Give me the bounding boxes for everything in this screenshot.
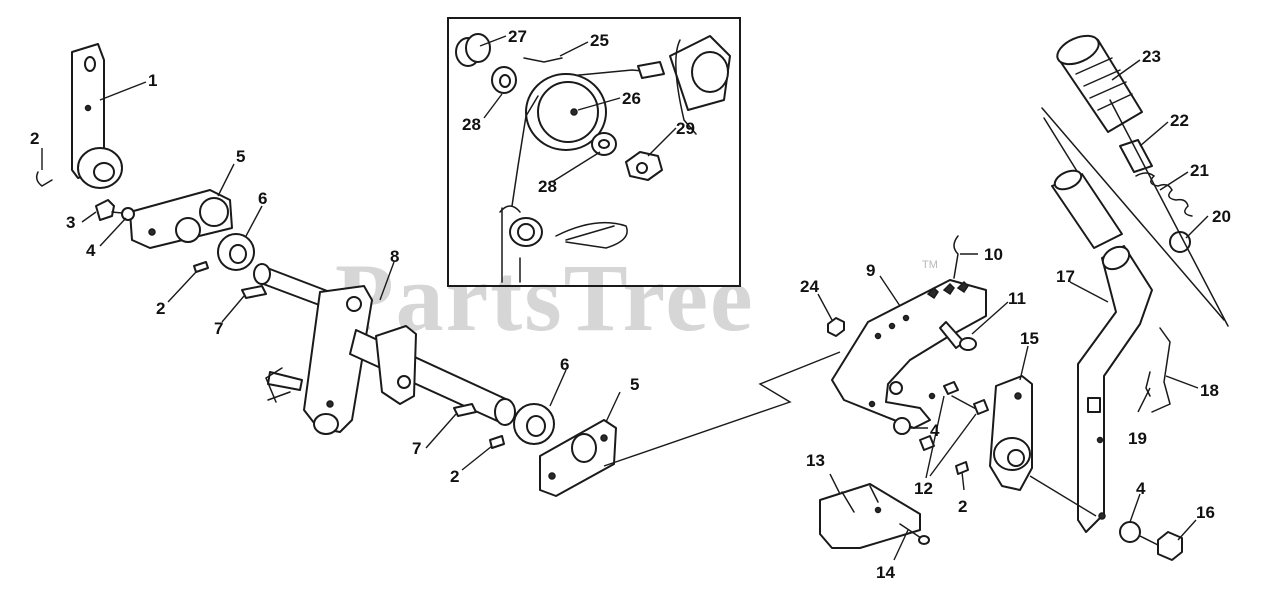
- part-6-bushing-lower: [513, 403, 555, 445]
- part-22-sleeve: [1119, 139, 1153, 173]
- callout-24: 24: [800, 277, 819, 296]
- part-21-spring: [1135, 172, 1193, 217]
- callout-19: 19: [1128, 429, 1147, 448]
- trademark-mark: TM: [922, 259, 938, 271]
- callout-5: 5: [236, 147, 245, 166]
- part-4-washer-right: [1119, 521, 1141, 543]
- part-11-clevis-pin: [939, 321, 977, 351]
- callout-6: 6: [258, 189, 267, 208]
- callout-5: 5: [630, 375, 639, 394]
- callout-11: 11: [1008, 289, 1026, 308]
- callout-29: 29: [676, 119, 695, 138]
- callout-1: 1: [148, 71, 157, 90]
- part-2-setscrew-lower: [489, 435, 505, 449]
- leader-lines: [41, 35, 1209, 561]
- part-20-cap: [1169, 231, 1191, 253]
- callout-12: 12: [914, 479, 933, 498]
- part-2-setscrew-upper: [193, 261, 209, 273]
- callout-10: 10: [984, 245, 1003, 264]
- callout-7: 7: [412, 439, 421, 458]
- callout-23: 23: [1142, 47, 1161, 66]
- callout-labels: 1 2 3 4 5 6 2 7 8 7 2 6 5 27 25 28 26 29…: [30, 27, 1231, 582]
- part-10-pin: [953, 235, 959, 279]
- callout-13: 13: [806, 451, 825, 470]
- part-14-pin: [899, 523, 930, 545]
- part-rod-tube: [1043, 117, 1123, 249]
- part-5-bracket-upper: [129, 189, 233, 249]
- callout-4: 4: [930, 421, 940, 440]
- part-4-washer-upper: [121, 207, 135, 221]
- part-6-bushing-upper: [217, 233, 255, 271]
- part-3-bolt: [95, 199, 133, 221]
- callout-27: 27: [508, 27, 527, 46]
- part-7-key-lower: [453, 403, 477, 417]
- callout-4: 4: [1136, 479, 1146, 498]
- callout-26: 26: [622, 89, 641, 108]
- part-2-cotter-pin: [35, 171, 53, 187]
- part-19-clip: [1145, 371, 1151, 397]
- connector-line-right: [1029, 475, 1097, 517]
- part-7-key-upper: [241, 285, 267, 299]
- callout-2: 2: [450, 467, 459, 486]
- part-13-block: [819, 483, 921, 549]
- callout-2: 2: [156, 299, 165, 318]
- inset-parts: [455, 33, 731, 283]
- callout-17: 17: [1056, 267, 1075, 286]
- part-16-bolt: [1139, 531, 1183, 561]
- callout-7: 7: [214, 319, 223, 338]
- part-23-handle-grip: [1056, 34, 1143, 133]
- callout-28: 28: [538, 177, 557, 196]
- part-8-shaft-assembly: [253, 263, 516, 435]
- handle-outline-line-2: [1109, 99, 1229, 327]
- part-2-setscrew-right: [955, 461, 969, 475]
- callout-9: 9: [866, 261, 875, 280]
- callout-3: 3: [66, 213, 75, 232]
- handle-outline-line: [1041, 107, 1225, 321]
- part-15-bracket: [989, 375, 1033, 491]
- part-4-washer-middle: [893, 417, 911, 435]
- part-24-nut: [827, 317, 845, 337]
- callout-28: 28: [462, 115, 481, 134]
- callout-15: 15: [1020, 329, 1039, 348]
- connector-line-center: [603, 351, 841, 467]
- callout-25: 25: [590, 31, 609, 50]
- callout-20: 20: [1212, 207, 1231, 226]
- callout-14: 14: [876, 563, 895, 582]
- part-1-lever: [71, 43, 123, 189]
- part-5-bracket-lower: [539, 419, 617, 497]
- part-18-rod: [1151, 327, 1171, 413]
- callout-8: 8: [390, 247, 399, 266]
- callout-16: 16: [1196, 503, 1215, 522]
- callout-18: 18: [1200, 381, 1219, 400]
- callout-6: 6: [560, 355, 569, 374]
- callout-21: 21: [1190, 161, 1209, 180]
- part-17-control-lever: [1077, 245, 1153, 533]
- callout-2: 2: [958, 497, 967, 516]
- callout-22: 22: [1170, 111, 1189, 130]
- part-12-bolts: [919, 381, 989, 451]
- part-9-quadrant-plate: [831, 279, 987, 429]
- detail-inset-box: [447, 17, 741, 287]
- callout-2: 2: [30, 129, 39, 148]
- callout-4: 4: [86, 241, 96, 260]
